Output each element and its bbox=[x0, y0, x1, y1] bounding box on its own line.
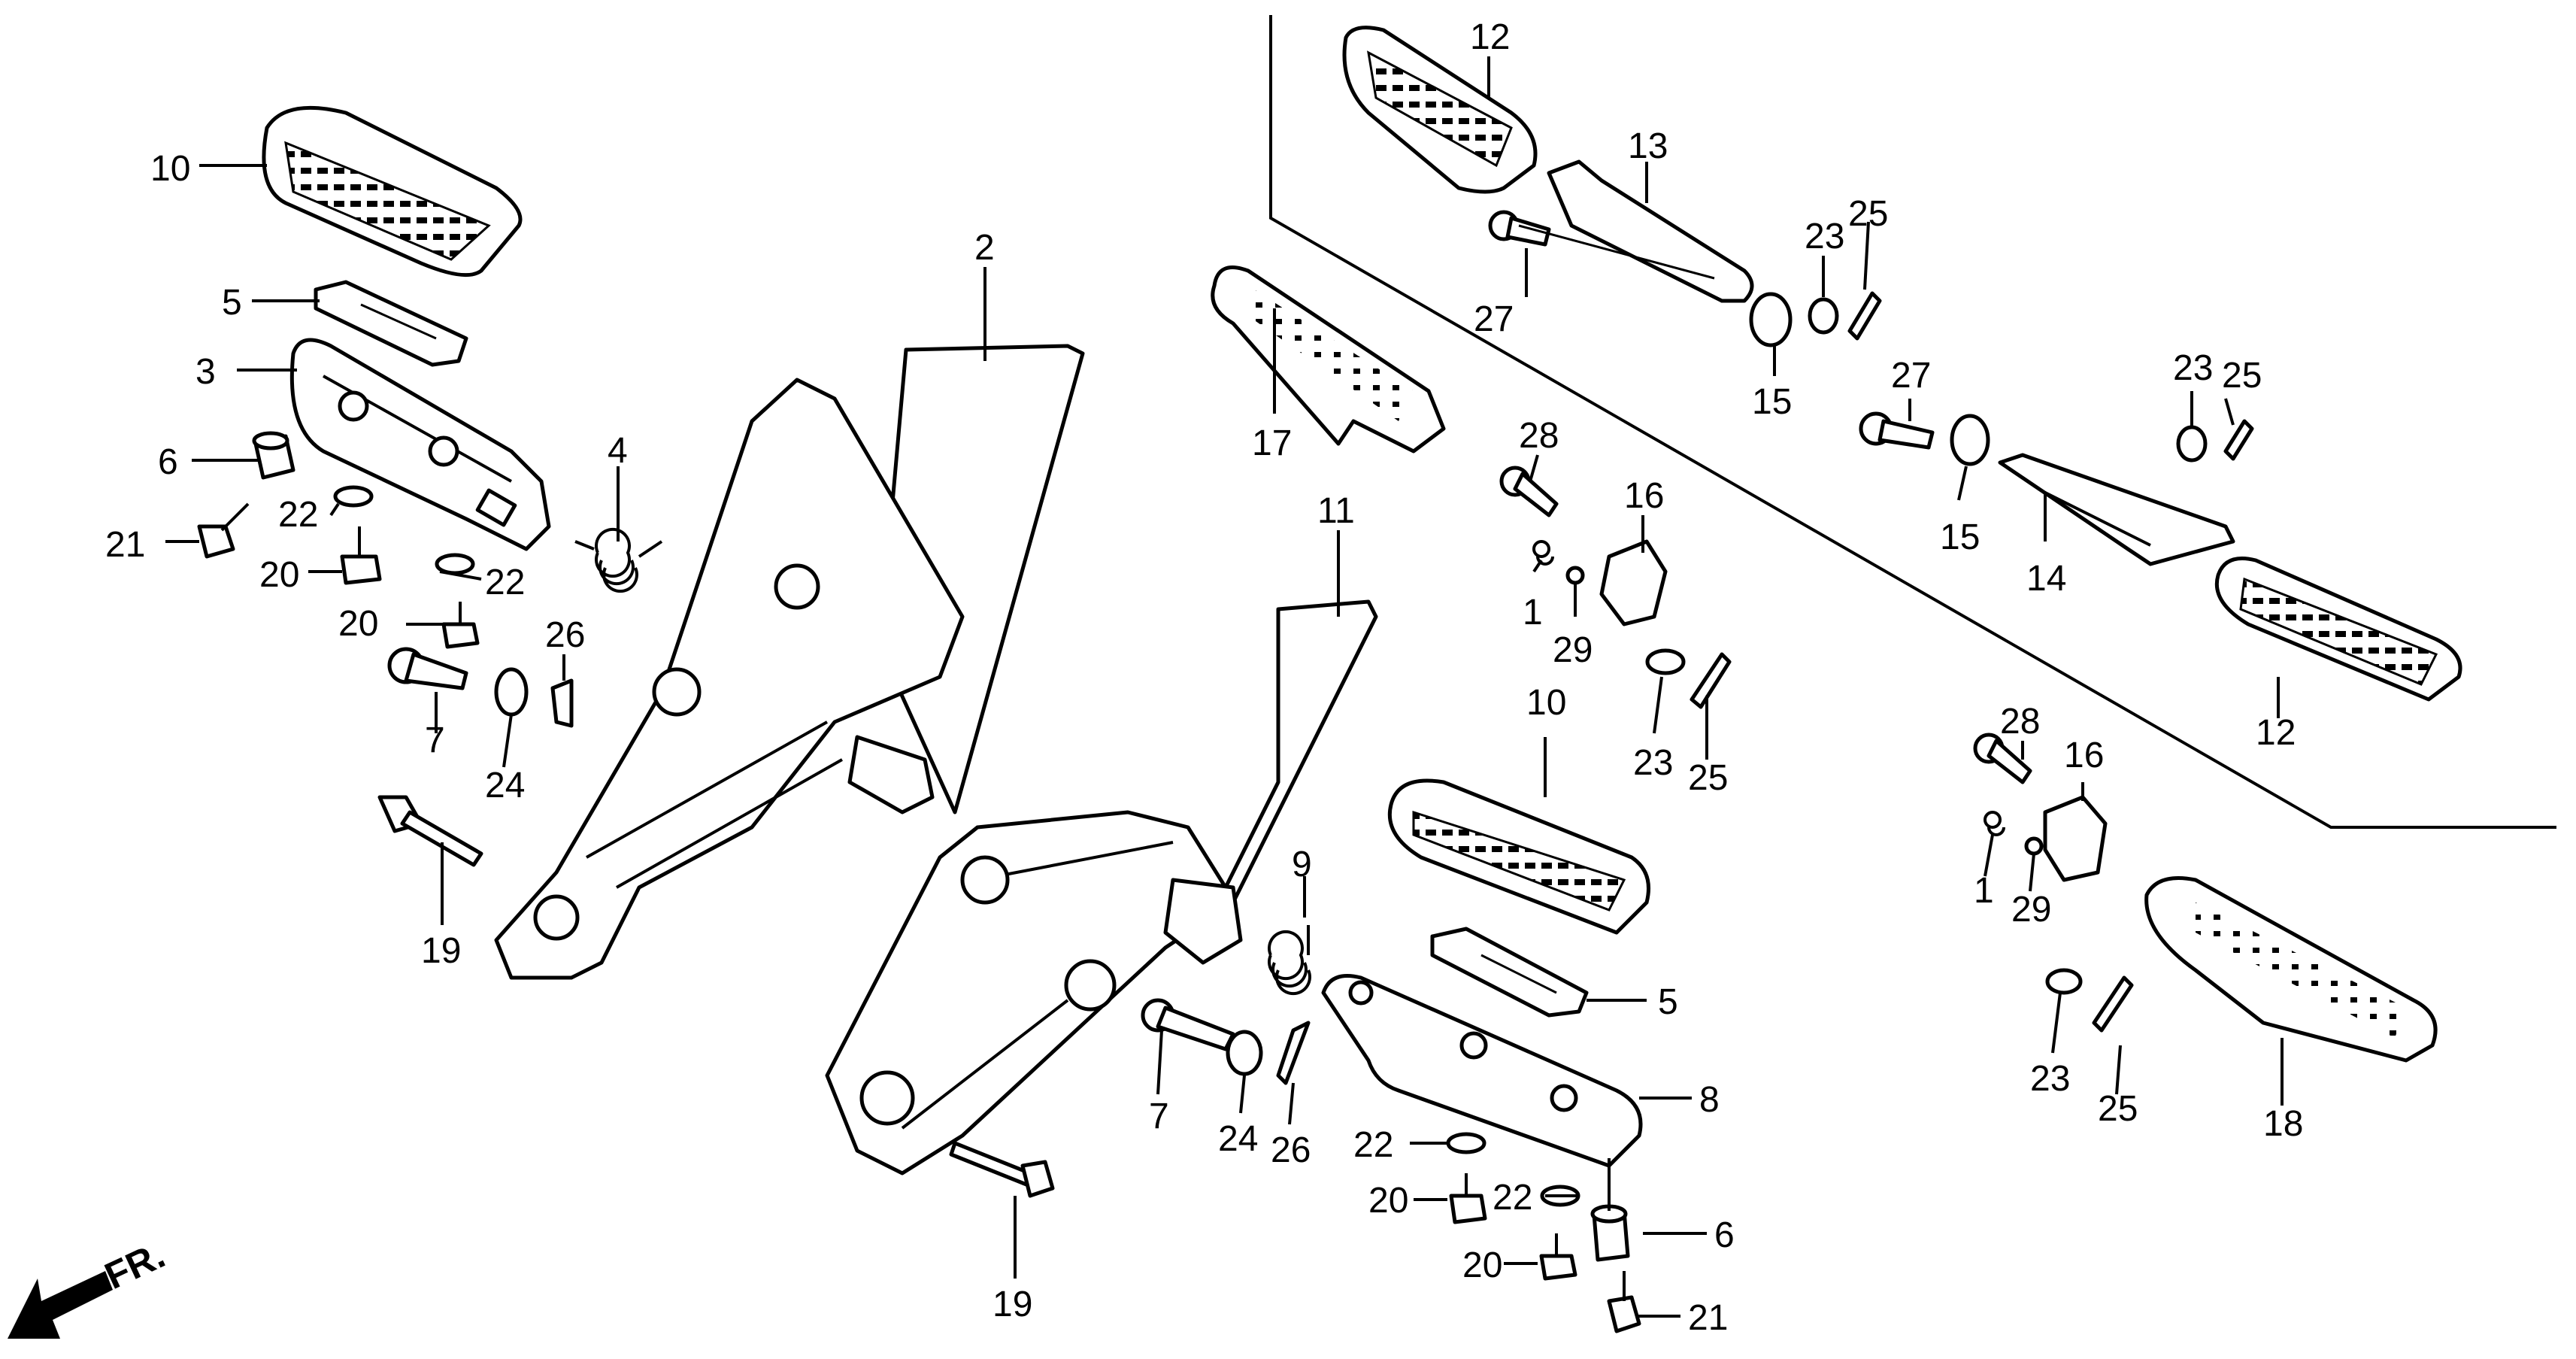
callout-02: 5 bbox=[222, 283, 242, 323]
callout-16: 12 bbox=[1470, 17, 1510, 57]
callout-26: 29 bbox=[1553, 630, 1593, 670]
callout-13: 4 bbox=[608, 431, 628, 471]
part-rubber-pad-left bbox=[262, 105, 523, 278]
callout-10: 7 bbox=[425, 720, 445, 760]
part-detent-set-lower bbox=[1973, 733, 2134, 1033]
part-peg-18 bbox=[2144, 876, 2438, 1063]
callout-06: 22 bbox=[278, 495, 318, 535]
part-bolt-19-middle bbox=[949, 1141, 1055, 1198]
callout-48: 24 bbox=[1218, 1119, 1258, 1159]
callout-42: 25 bbox=[2098, 1089, 2138, 1129]
callout-37: 28 bbox=[2000, 702, 2040, 742]
callout-03: 3 bbox=[195, 352, 216, 392]
callout-40: 29 bbox=[2011, 890, 2051, 930]
part-rubber-pad-middle bbox=[1387, 778, 1650, 935]
callout-09: 20 bbox=[338, 604, 378, 644]
callout-49: 26 bbox=[1271, 1130, 1311, 1170]
part-pin-7-left bbox=[387, 647, 468, 690]
callout-22: 17 bbox=[1252, 423, 1292, 463]
callout-24: 16 bbox=[1624, 476, 1664, 516]
callout-27: 11 bbox=[1317, 491, 1355, 531]
part-plate-left bbox=[314, 280, 468, 367]
part-holder-11 bbox=[825, 599, 1378, 1175]
callout-19: 15 bbox=[1752, 382, 1792, 422]
callout-33: 23 bbox=[2173, 348, 2213, 388]
callout-52: 22 bbox=[1493, 1178, 1532, 1218]
front-direction-arrow: FR. bbox=[8, 1233, 171, 1339]
callout-05: 21 bbox=[105, 525, 145, 565]
callout-14: 19 bbox=[421, 931, 461, 971]
part-bolt-21-left bbox=[197, 502, 250, 559]
callout-29: 25 bbox=[1688, 758, 1728, 798]
callout-20: 23 bbox=[1805, 217, 1844, 256]
callout-07: 20 bbox=[259, 555, 299, 595]
part-step-bracket-left bbox=[289, 338, 551, 551]
part-peg-rubber-12-upper bbox=[1342, 26, 1538, 194]
callout-21: 25 bbox=[1848, 194, 1888, 234]
callout-labels: 10 5 3 6 21 22 20 22 20 7 24 26 4 19 2 1… bbox=[105, 17, 2303, 1338]
part-holder-2 bbox=[494, 344, 1085, 980]
part-washer-nut-set-left bbox=[333, 485, 480, 649]
callout-11: 24 bbox=[485, 766, 525, 805]
part-peg-17 bbox=[1211, 265, 1446, 454]
callout-45: 5 bbox=[1658, 982, 1678, 1022]
part-spring-9 bbox=[1268, 925, 1311, 996]
callout-36: 12 bbox=[2256, 713, 2296, 753]
callout-34: 25 bbox=[2222, 356, 2262, 396]
callout-04: 6 bbox=[158, 442, 178, 482]
callout-47: 7 bbox=[1149, 1097, 1169, 1136]
part-peg-arm-13 bbox=[1547, 159, 1754, 303]
callout-23: 28 bbox=[1519, 416, 1559, 456]
callout-17: 13 bbox=[1628, 126, 1668, 166]
callout-35: 14 bbox=[2026, 559, 2066, 599]
callout-56: 19 bbox=[993, 1285, 1032, 1324]
callout-46: 8 bbox=[1699, 1080, 1720, 1120]
callout-08: 22 bbox=[485, 563, 525, 602]
callout-39: 1 bbox=[1974, 871, 1994, 911]
part-cotter-26-left bbox=[550, 678, 574, 728]
callout-53: 20 bbox=[1462, 1245, 1502, 1285]
part-pin-27-upper bbox=[1488, 210, 1715, 280]
callout-18: 27 bbox=[1474, 299, 1514, 339]
part-washer-cotter-right bbox=[2176, 419, 2254, 463]
callout-32: 15 bbox=[1940, 517, 1980, 557]
callout-44: 9 bbox=[1292, 845, 1312, 884]
callout-15: 2 bbox=[974, 228, 995, 268]
callout-55: 21 bbox=[1688, 1298, 1728, 1338]
part-washer-24-left bbox=[494, 667, 529, 717]
part-peg-arm-14 bbox=[1998, 453, 2235, 566]
callout-50: 22 bbox=[1353, 1125, 1393, 1165]
part-washer-nut-set-middle bbox=[1446, 1132, 1580, 1281]
part-bolt-19-left bbox=[377, 795, 483, 867]
part-detent-set-upper bbox=[1499, 466, 1668, 626]
part-spring-4-left bbox=[574, 527, 663, 593]
callout-12: 26 bbox=[545, 615, 585, 655]
callout-38: 16 bbox=[2064, 736, 2104, 775]
callout-30: 10 bbox=[1526, 683, 1566, 723]
part-plate-middle bbox=[1430, 927, 1589, 1018]
callout-25: 1 bbox=[1523, 593, 1543, 632]
callout-43: 18 bbox=[2263, 1104, 2303, 1144]
callout-01: 10 bbox=[150, 149, 190, 189]
passenger-group-border bbox=[1269, 15, 2556, 829]
part-washer-cotter-mid bbox=[1645, 648, 1732, 709]
callout-54: 6 bbox=[1714, 1215, 1735, 1255]
part-pin-27-right bbox=[1859, 411, 1990, 466]
callout-31: 27 bbox=[1891, 356, 1931, 396]
callout-28: 23 bbox=[1633, 743, 1673, 783]
part-washer-set-upper bbox=[1749, 291, 1882, 347]
part-step-bracket-8 bbox=[1321, 974, 1643, 1168]
callout-51: 20 bbox=[1368, 1181, 1408, 1221]
part-peg-rubber-12-lower bbox=[2214, 557, 2462, 702]
part-collar-left bbox=[252, 431, 295, 480]
part-pin-set-middle bbox=[1141, 998, 1311, 1085]
callout-41: 23 bbox=[2030, 1059, 2070, 1099]
leader-lines bbox=[165, 56, 2284, 1318]
part-collar-bolt-middle bbox=[1590, 1204, 1641, 1333]
